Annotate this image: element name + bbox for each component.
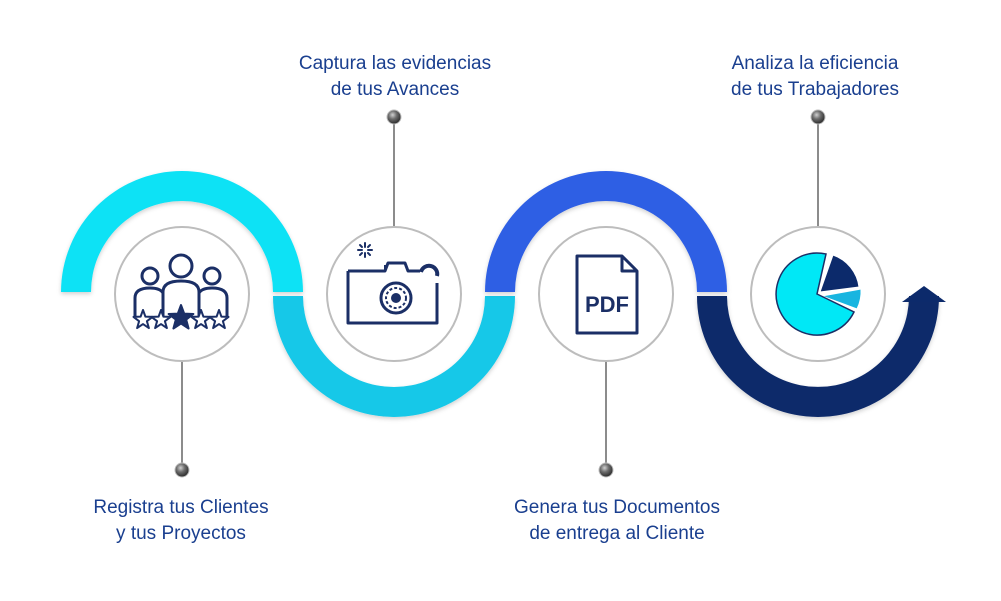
- step-3-label-line2: de entrega al Cliente: [529, 523, 705, 544]
- camera-icon: [346, 242, 440, 325]
- step-1-label: Registra tus Clientes y tus Proyectos: [31, 495, 331, 547]
- wave-segment-4: [697, 296, 939, 417]
- connector-dot-2: [386, 109, 402, 125]
- wave-segment-3: [485, 171, 727, 292]
- connector-dot-3: [598, 462, 614, 478]
- step-1-label-line2: y tus Proyectos: [116, 523, 246, 544]
- connector-dot-4: [810, 109, 826, 125]
- wave-arrow-tip: [902, 286, 946, 302]
- pdf-document-icon: [575, 254, 639, 335]
- pdf-badge-text: PDF: [585, 292, 629, 317]
- step-1-label-line1: Registra tus Clientes: [93, 497, 269, 518]
- step-3-label: Genera tus Documentos de entrega al Clie…: [467, 495, 767, 547]
- step-4-label-line2: de tus Trabajadores: [731, 79, 899, 100]
- step-3-label-line1: Genera tus Documentos: [514, 497, 720, 518]
- step-2-label: Captura las evidencias de tus Avances: [245, 51, 545, 103]
- connector-dot-1: [174, 462, 190, 478]
- step-circle-3: [538, 226, 674, 362]
- wave-segment-1: [61, 171, 303, 292]
- step-2-label-line2: de tus Avances: [330, 79, 460, 100]
- step-2-label-line1: Captura las evidencias: [298, 53, 492, 74]
- step-4-label-line1: Analiza la eficiencia: [731, 53, 899, 74]
- step-4-label: Analiza la eficiencia de tus Trabajadore…: [665, 51, 965, 103]
- team-stars-icon: [132, 253, 230, 330]
- pie-chart-icon: [775, 252, 862, 336]
- wave-segment-2: [273, 296, 515, 417]
